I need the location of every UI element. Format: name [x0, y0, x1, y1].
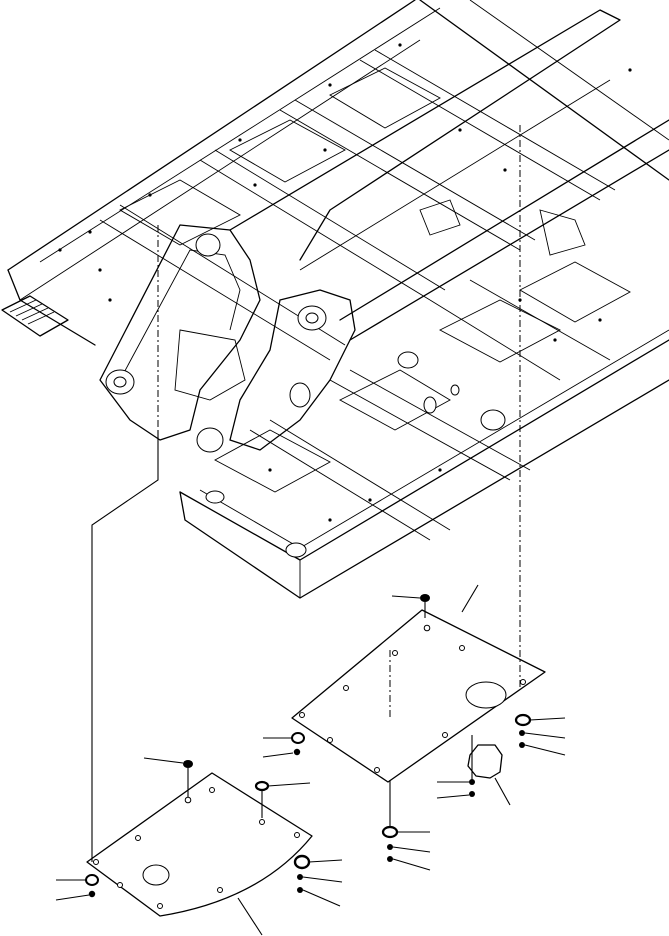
cover-plate-right-opening [465, 681, 507, 709]
cover-plate-right [291, 584, 546, 806]
assembly-centerlines [91, 125, 521, 862]
cover-plate-left-opening [142, 864, 170, 886]
fastener-set [55, 594, 566, 907]
cap-part [467, 744, 503, 779]
cover-plate-left [86, 772, 313, 936]
main-frame [1, 0, 669, 599]
frame-bolt-dots [58, 43, 632, 522]
